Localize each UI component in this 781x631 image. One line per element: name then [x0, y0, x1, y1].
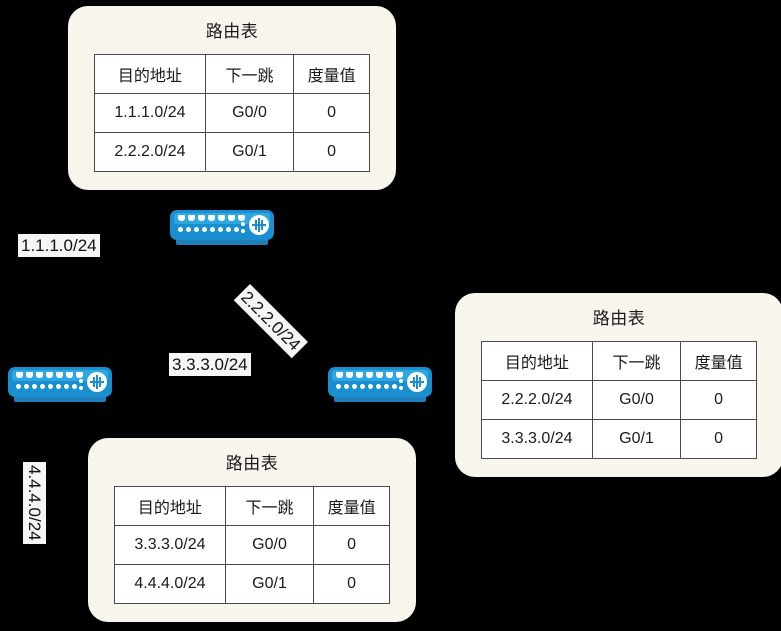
routing-table-right: 目的地址 下一跳 度量值 2.2.2.0/24 G0/0 0 3.3.3.0/2… — [481, 340, 757, 459]
switch-led-row — [178, 227, 239, 232]
routing-table-bottom: 目的地址 下一跳 度量值 3.3.3.0/24 G0/0 0 4.4.4.0/2… — [114, 485, 390, 604]
header-destination: 目的地址 — [94, 53, 206, 94]
header-metric: 度量值 — [680, 340, 757, 381]
switch-base — [14, 393, 106, 402]
switch-port-row — [336, 372, 403, 378]
switch-port-row — [16, 372, 83, 378]
switch-base — [334, 393, 426, 402]
table-row: 1.1.1.0/24 G0/0 0 — [94, 92, 370, 133]
cell-destination: 1.1.1.0/24 — [94, 92, 206, 133]
network-switch-icon-top[interactable] — [170, 210, 274, 250]
cell-metric: 0 — [293, 92, 370, 133]
table-row: 2.2.2.0/24 G0/0 0 — [481, 379, 757, 420]
routing-table-title-bottom: 路由表 — [225, 454, 279, 473]
header-metric: 度量值 — [313, 485, 390, 526]
switch-chassis — [8, 367, 112, 397]
header-metric: 度量值 — [293, 53, 370, 94]
network-label-3-3-3-0: 3.3.3.0/24 — [169, 353, 251, 376]
table-header-row: 目的地址 下一跳 度量值 — [481, 340, 757, 381]
cell-metric: 0 — [313, 524, 390, 565]
header-next-hop: 下一跳 — [224, 485, 315, 526]
cell-next-hop: G0/0 — [204, 92, 295, 133]
cell-destination: 3.3.3.0/24 — [114, 524, 226, 565]
header-next-hop: 下一跳 — [204, 53, 295, 94]
network-label-2-2-2-0: 2.2.2.0/24 — [233, 284, 308, 358]
routing-table-card-right: 路由表 目的地址 下一跳 度量值 2.2.2.0/24 G0/0 0 3.3.3… — [455, 293, 781, 477]
routing-table-title-right: 路由表 — [592, 309, 646, 328]
cell-metric: 0 — [293, 131, 370, 172]
cell-next-hop: G0/1 — [591, 418, 682, 459]
cell-next-hop: G0/1 — [204, 131, 295, 172]
routing-table-title-top: 路由表 — [205, 22, 259, 41]
cell-destination: 2.2.2.0/24 — [481, 379, 593, 420]
table-row: 4.4.4.0/24 G0/1 0 — [114, 563, 390, 604]
table-row: 3.3.3.0/24 G0/1 0 — [481, 418, 757, 459]
switch-emblem-icon — [87, 372, 107, 392]
network-label-4-4-4-0: 4.4.4.0/24 — [23, 462, 46, 544]
switch-chassis — [328, 367, 432, 397]
routing-table-top: 目的地址 下一跳 度量值 1.1.1.0/24 G0/0 0 2.2.2.0/2… — [94, 53, 370, 172]
switch-base — [176, 236, 268, 245]
cell-destination: 3.3.3.0/24 — [481, 418, 593, 459]
switch-emblem-icon — [407, 372, 427, 392]
cell-destination: 4.4.4.0/24 — [114, 563, 226, 604]
table-header-row: 目的地址 下一跳 度量值 — [94, 53, 370, 94]
cell-metric: 0 — [313, 563, 390, 604]
routing-table-card-bottom: 路由表 目的地址 下一跳 度量值 3.3.3.0/24 G0/0 0 4.4.4… — [88, 438, 416, 622]
switch-emblem-icon — [249, 215, 269, 235]
cell-destination: 2.2.2.0/24 — [94, 131, 206, 172]
switch-status-dots — [79, 372, 83, 390]
table-row: 3.3.3.0/24 G0/0 0 — [114, 524, 390, 565]
switch-chassis — [170, 210, 274, 240]
switch-led-row — [336, 384, 397, 389]
cell-next-hop: G0/0 — [591, 379, 682, 420]
network-switch-icon-right[interactable] — [328, 367, 432, 407]
cell-next-hop: G0/1 — [224, 563, 315, 604]
table-header-row: 目的地址 下一跳 度量值 — [114, 485, 390, 526]
routing-table-card-top: 路由表 目的地址 下一跳 度量值 1.1.1.0/24 G0/0 0 2.2.2… — [68, 6, 396, 190]
header-destination: 目的地址 — [114, 485, 226, 526]
switch-led-row — [16, 384, 77, 389]
network-label-1-1-1-0: 1.1.1.0/24 — [18, 234, 100, 257]
table-row: 2.2.2.0/24 G0/1 0 — [94, 131, 370, 172]
network-switch-icon-left[interactable] — [8, 367, 112, 407]
switch-port-row — [178, 215, 245, 221]
cell-metric: 0 — [680, 379, 757, 420]
cell-metric: 0 — [680, 418, 757, 459]
switch-status-dots — [241, 215, 245, 233]
cell-next-hop: G0/0 — [224, 524, 315, 565]
header-destination: 目的地址 — [481, 340, 593, 381]
switch-status-dots — [399, 372, 403, 390]
header-next-hop: 下一跳 — [591, 340, 682, 381]
